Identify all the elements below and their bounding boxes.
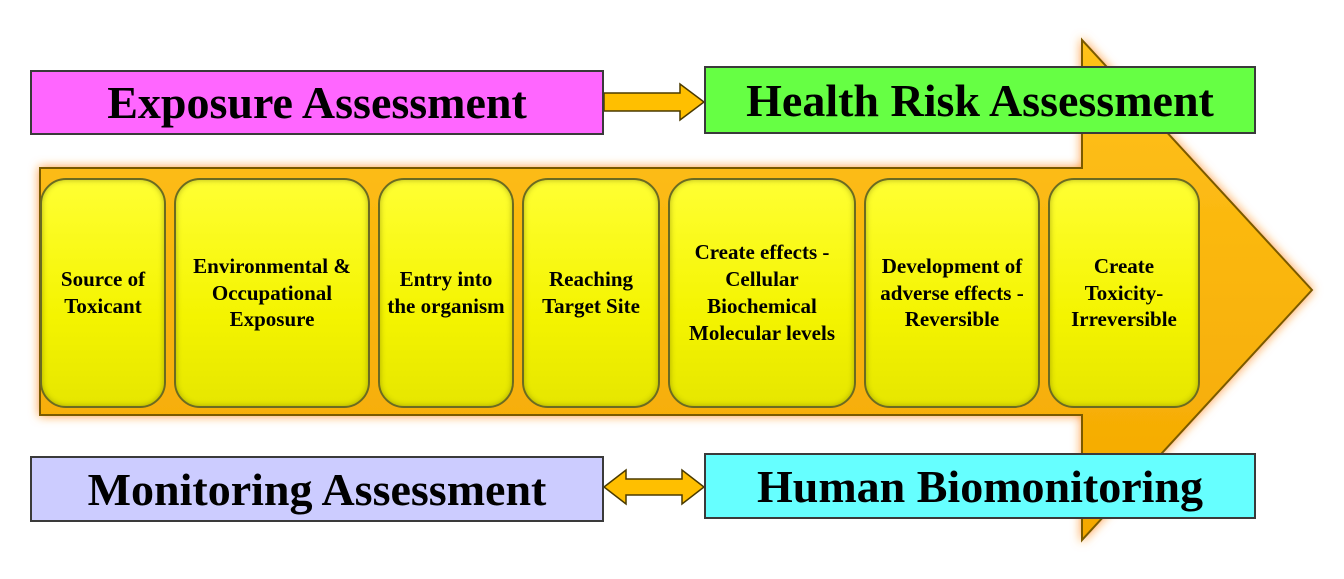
stage-label: Entry into the organism <box>387 267 505 318</box>
monitoring-assessment-label: Monitoring Assessment <box>87 463 547 515</box>
human-biomonitoring-box: Human Biomonitoring <box>704 453 1256 519</box>
stage-label: Development of adverse effects - Reversi… <box>880 253 1024 332</box>
stage-create-toxicity: Create Toxicity- Irreversible <box>1048 178 1200 408</box>
health-risk-assessment-box: Health Risk Assessment <box>704 66 1256 134</box>
stage-label: Reaching Target Site <box>542 267 640 318</box>
stage-reaching-target-site: Reaching Target Site <box>522 178 660 408</box>
monitoring-human-double-arrow <box>602 468 706 506</box>
stage-development-adverse-effects: Development of adverse effects - Reversi… <box>864 178 1040 408</box>
stage-source-of-toxicant: Source of Toxicant <box>40 178 166 408</box>
health-risk-assessment-label: Health Risk Assessment <box>746 74 1214 126</box>
monitoring-assessment-box: Monitoring Assessment <box>30 456 604 522</box>
stage-label: Source of Toxicant <box>60 267 146 318</box>
exposure-assessment-label: Exposure Assessment <box>107 77 527 128</box>
stage-label: Environmental & Occupational Exposure <box>193 253 351 332</box>
stage-label: Create effects - Cellular Biochemical Mo… <box>689 240 835 345</box>
human-biomonitoring-label: Human Biomonitoring <box>756 460 1203 512</box>
exposure-assessment-box: Exposure Assessment <box>30 70 604 135</box>
stage-create-effects: Create effects - Cellular Biochemical Mo… <box>668 178 856 408</box>
stage-environmental-occupational-exposure: Environmental & Occupational Exposure <box>174 178 370 408</box>
stage-entry-into-organism: Entry into the organism <box>378 178 514 408</box>
stage-label: Create Toxicity- Irreversible <box>1071 253 1177 332</box>
exposure-to-health-arrow <box>603 82 706 122</box>
